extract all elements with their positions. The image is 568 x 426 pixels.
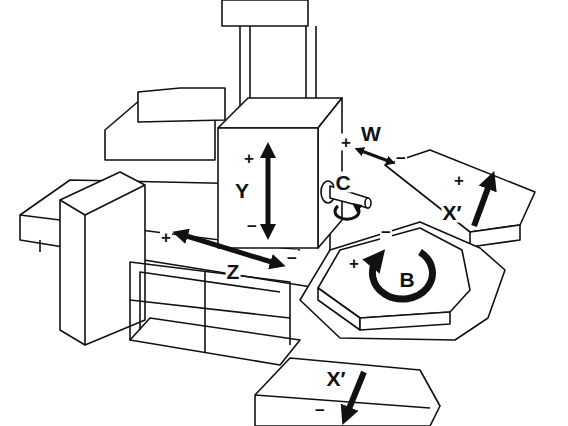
motor-box bbox=[138, 88, 225, 122]
headstock bbox=[218, 128, 318, 248]
axis-label: Z bbox=[226, 261, 241, 282]
axis-label: Y bbox=[234, 180, 250, 201]
axis-label: C bbox=[334, 172, 351, 193]
b-axis-arrow bbox=[372, 252, 432, 299]
y-axis-arrow bbox=[266, 150, 271, 232]
table-base bbox=[300, 222, 505, 340]
operator-platform bbox=[130, 318, 300, 365]
direction-sign: + bbox=[160, 229, 172, 246]
direction-sign: + bbox=[348, 255, 360, 272]
direction-sign: − bbox=[246, 218, 258, 235]
direction-sign: + bbox=[243, 150, 255, 167]
direction-sign: − bbox=[380, 224, 392, 241]
direction-sign: + bbox=[340, 134, 352, 151]
axis-label: X′ bbox=[325, 368, 346, 389]
pallet-upper-edge bbox=[470, 225, 520, 247]
direction-sign: − bbox=[395, 150, 407, 167]
direction-sign: + bbox=[453, 172, 465, 189]
axis-label: B bbox=[398, 269, 415, 290]
control-cabinet bbox=[60, 172, 145, 345]
pallet-lower bbox=[255, 358, 440, 426]
axis-label: W bbox=[360, 123, 382, 144]
axis-label: X′ bbox=[441, 202, 462, 223]
direction-sign: − bbox=[286, 250, 298, 267]
x-prime-arrow-upper bbox=[474, 180, 491, 226]
pallet-upper bbox=[385, 150, 535, 232]
direction-sign: − bbox=[314, 402, 326, 419]
column-head bbox=[222, 0, 308, 26]
x-prime-arrow-lower bbox=[346, 372, 364, 416]
z-axis-arrow bbox=[180, 234, 278, 264]
w-axis-arrow bbox=[359, 150, 391, 162]
